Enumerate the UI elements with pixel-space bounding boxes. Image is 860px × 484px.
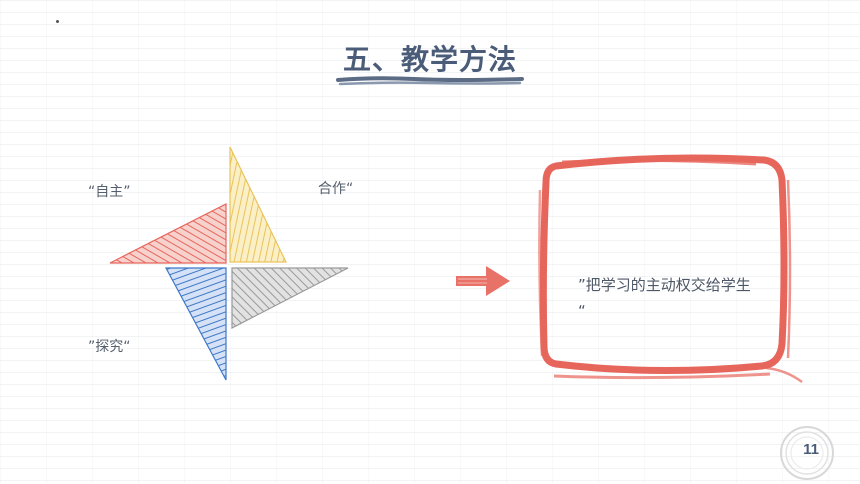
gray-triangle	[231, 267, 349, 329]
label-hezuo: 合作“	[318, 181, 354, 197]
box-text: ”把学习的主动权交给学生 “	[578, 276, 751, 320]
blue-triangle	[164, 267, 227, 381]
red-triangle	[109, 203, 227, 264]
slide-title: 五、教学方法	[342, 43, 517, 76]
decorative-dot	[56, 20, 59, 23]
right-arrow-icon	[456, 266, 510, 296]
yellow-triangle	[229, 146, 287, 263]
label-tanjiu: ”探究“	[88, 339, 131, 355]
page-number-badge	[780, 426, 834, 480]
page-number: 11	[803, 441, 819, 458]
pinwheel-illustration	[109, 146, 349, 381]
hand-drawn-frame	[538, 154, 803, 384]
title-underline	[336, 76, 524, 86]
label-zizhu: “自主”	[88, 184, 131, 200]
